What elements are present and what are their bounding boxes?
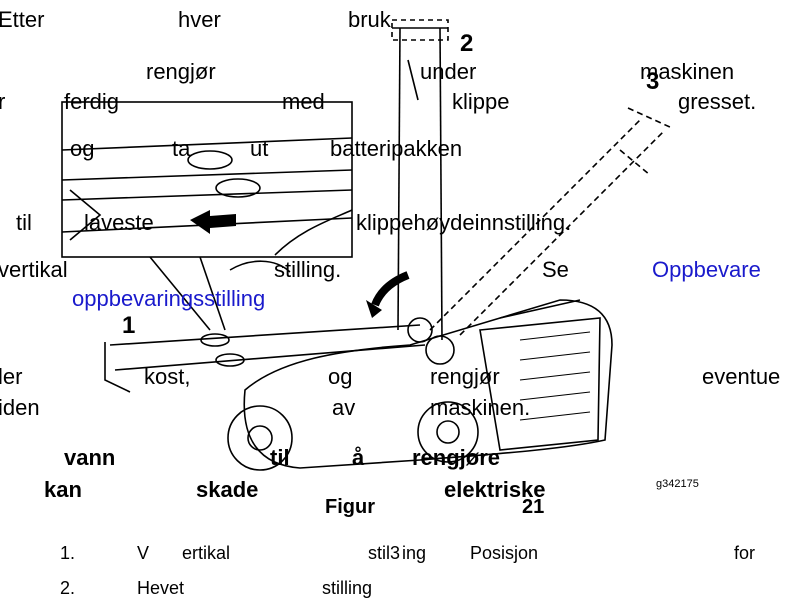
text-vertikal: vertikal [0,257,68,282]
text-iden: iden [0,395,40,420]
text-kost: kost, [144,364,191,389]
legend-num-2: 2. [60,578,76,598]
text-a: å [352,445,365,470]
legend-1-part-d: 3 [390,543,401,563]
legend-2-part-b: stilling [322,578,373,598]
text-rengjore: rengjøre [412,445,501,470]
text-med: med [282,89,325,114]
front-wheel [417,401,479,463]
rotation-arrow [371,271,410,307]
text-r: r [0,89,6,114]
legend-num-1: 1. [60,543,76,563]
text-vann: vann [64,445,116,470]
text-skade: skade [196,477,259,502]
text-til: til [16,210,32,235]
text-ta: ta [172,136,191,161]
text-av: av [332,395,356,420]
text-klippe: klippe [452,89,510,114]
legend-1-part-a: V [137,543,150,563]
figure-number: 21 [522,496,545,518]
text-maskinen: maskinen [640,59,735,84]
figure-code: g342175 [656,478,699,490]
text-ler: ler [0,364,23,389]
legend-1-part-b: ertikal [182,543,231,563]
legend-1-part-g: for [734,543,756,563]
text-bruk: bruk [348,7,391,32]
text-klippehoyde: klippehøydeinnstilling. [356,210,572,235]
legend-1-part-f: Posisjon [470,543,539,563]
left-arrow [190,210,236,234]
text-til2: til [270,445,290,470]
text-under: under [420,59,477,84]
text-eventue: eventue [702,364,781,389]
text-rengjor2: rengjør [430,364,500,389]
text-etter: Etter [0,7,45,32]
text-og: og [70,136,95,161]
callout-2: 2 [460,30,474,57]
text-kan: kan [44,477,82,502]
link-oppbevaringsstilling[interactable]: oppbevaringsstilling [72,286,266,311]
figure-label: Figur [325,496,375,518]
text-rengjor: rengjør [146,59,216,84]
text-stilling: stilling. [274,257,342,282]
text-batteripakken: batteripakken [330,136,463,161]
text-ferdig: ferdig [64,89,120,114]
legend-1-part-c: stil [368,543,390,563]
text-laveste: laveste [84,210,154,235]
text-elektriske: elektriske [444,477,546,502]
rear-wheel [227,405,293,471]
text-ut: ut [250,136,269,161]
legend-2-part-a: Hevet [137,578,185,598]
text-hver: hver [178,7,221,32]
text-og2: og [328,364,353,389]
legend-1-part-e: ing [402,543,427,563]
link-oppbevare[interactable]: Oppbevare [652,257,761,282]
callout-1: 1 [122,312,136,339]
text-se: Se [542,257,569,282]
text-gresset: gresset. [678,89,757,114]
text-maskinen2: maskinen. [430,395,531,420]
callout-3: 3 [646,68,660,95]
